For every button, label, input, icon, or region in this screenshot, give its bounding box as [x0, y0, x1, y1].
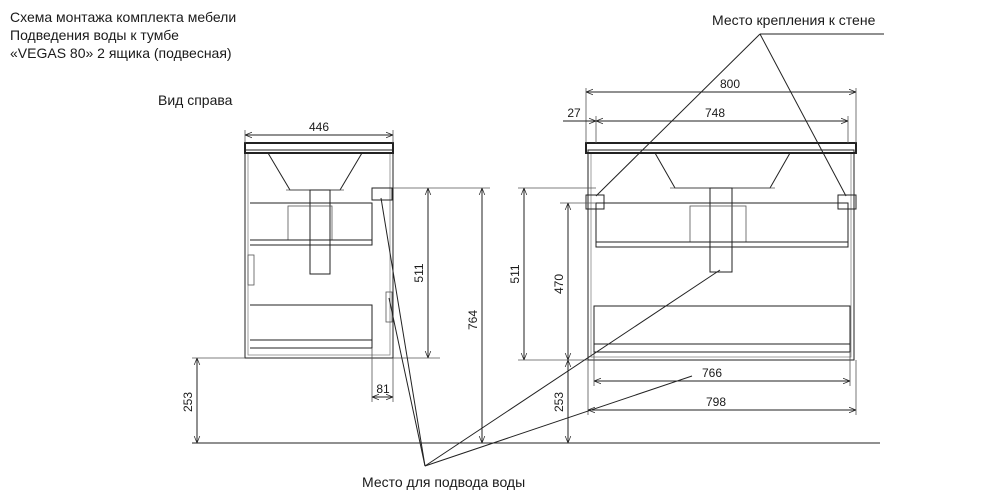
water-inlet-callout: Место для подвода воды [362, 474, 526, 490]
front-basin [654, 152, 791, 189]
front-cabinet-body [587, 149, 855, 361]
front-countertop [585, 142, 857, 154]
front-dim-800: 800 [720, 77, 740, 91]
side-dim-253: 253 [181, 392, 195, 412]
title-line-3: «VEGAS 80» 2 ящика (подвесная) [10, 45, 232, 61]
front-wall-bracket-left [585, 194, 605, 210]
front-dim-511: 511 [508, 264, 522, 283]
front-drain-pipe [709, 187, 733, 273]
side-drain-pipe [309, 189, 331, 275]
front-dim-27: 27 [567, 106, 581, 120]
side-view-label: Вид справа [158, 92, 233, 108]
side-dim-446: 446 [309, 120, 329, 134]
side-countertop [244, 142, 394, 154]
title-line-2: Подведения воды к тумбе [10, 27, 179, 43]
title-line-1: Схема монтажа комплекта мебели [10, 9, 237, 25]
side-cabinet-body [244, 149, 394, 359]
wall-mount-callout: Место крепления к стене [712, 12, 876, 28]
front-wall-bracket-right [837, 194, 857, 210]
side-dim-81: 81 [376, 382, 390, 396]
front-dim-470: 470 [552, 274, 566, 294]
side-dim-511: 511 [412, 263, 426, 282]
side-wall-bracket [371, 187, 393, 201]
side-dim-764: 764 [466, 310, 480, 330]
side-view: 446 511 764 253 81 [181, 120, 490, 443]
front-dim-766: 766 [702, 366, 722, 380]
water-inlet-leaders [380, 197, 721, 467]
front-dim-748: 748 [705, 106, 725, 120]
side-basin [267, 152, 363, 191]
front-dim-798: 798 [706, 395, 726, 409]
front-view: 800 748 27 511 470 253 766 798 [508, 77, 857, 443]
front-dim-253: 253 [552, 392, 566, 412]
wall-mount-leaders [595, 33, 884, 197]
